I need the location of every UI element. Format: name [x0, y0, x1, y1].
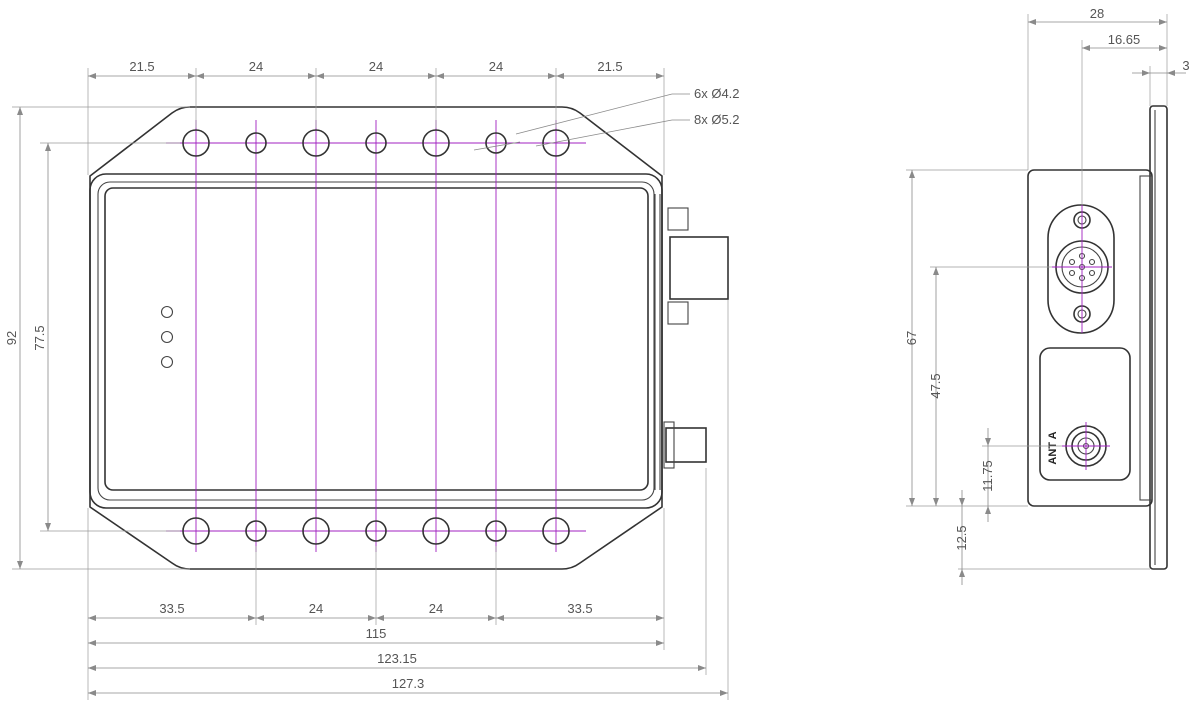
side-extension-lines: [906, 14, 1168, 570]
dim-top-3: 24: [369, 59, 383, 74]
dim-top-4: 24: [489, 59, 503, 74]
connector-body: [669, 236, 729, 300]
antenna-label: ANT A: [1047, 431, 1059, 464]
side-dim-connector-height: 47.5: [928, 373, 943, 398]
flange-outline: [89, 106, 663, 570]
side-dim-flange: 3: [1182, 58, 1189, 73]
led-indicator: [160, 305, 174, 319]
side-centerlines: [1052, 205, 1112, 470]
side-view: ANT A: [904, 6, 1190, 585]
dim-height-overall: 92: [4, 331, 19, 345]
top-dim-line: [88, 73, 664, 79]
bottom-holes: [182, 517, 570, 545]
dim-height-holes: 77.5: [32, 325, 47, 350]
dim-bottom-2: 24: [309, 601, 323, 616]
hole-note-large: 8x Ø5.2: [694, 112, 740, 127]
top-holes: [182, 129, 570, 157]
side-dim-connector: 16.65: [1108, 32, 1141, 47]
side-height-dim-lines: [909, 170, 991, 585]
lid-outline: [104, 187, 649, 491]
dim-bottom-3: 24: [429, 601, 443, 616]
antenna-panel: [1039, 347, 1131, 481]
round-connector: [1047, 204, 1115, 334]
extension-lines: [12, 68, 729, 700]
height-dim-lines: [17, 107, 51, 569]
connector-screw: [667, 301, 689, 325]
led-indicator: [160, 355, 174, 369]
side-dim-antenna-height: 11.75: [980, 460, 995, 492]
dim-top-1: 21.5: [129, 59, 154, 74]
antenna-connector-base: [663, 421, 675, 469]
front-view: 21.5 24 24 24 21.5 6x Ø4.2 8x Ø5.2 92 77…: [4, 59, 740, 700]
hole-centerlines: [166, 120, 586, 552]
dim-overall-115: 115: [366, 626, 387, 641]
side-flange: [1149, 105, 1168, 570]
dim-bottom-1: 33.5: [159, 601, 184, 616]
side-dim-depth: 28: [1090, 6, 1104, 21]
connector-screw: [667, 207, 689, 231]
side-body-step: [1139, 175, 1153, 501]
dim-overall-123: 123.15: [377, 651, 417, 666]
hole-note-small: 6x Ø4.2: [694, 86, 740, 101]
antenna-connector: [665, 427, 707, 463]
side-dim-height: 67: [904, 331, 919, 345]
dim-bottom-4: 33.5: [567, 601, 592, 616]
dim-overall-127: 127.3: [392, 676, 425, 691]
led-indicator: [160, 330, 174, 344]
side-dim-flange-offset: 12.5: [954, 525, 969, 550]
dim-top-2: 24: [249, 59, 263, 74]
hole-note-leaders: [473, 93, 690, 151]
side-top-dim-lines: [1028, 19, 1186, 76]
dim-top-5: 21.5: [597, 59, 622, 74]
bottom-dim-lines: [88, 615, 728, 696]
